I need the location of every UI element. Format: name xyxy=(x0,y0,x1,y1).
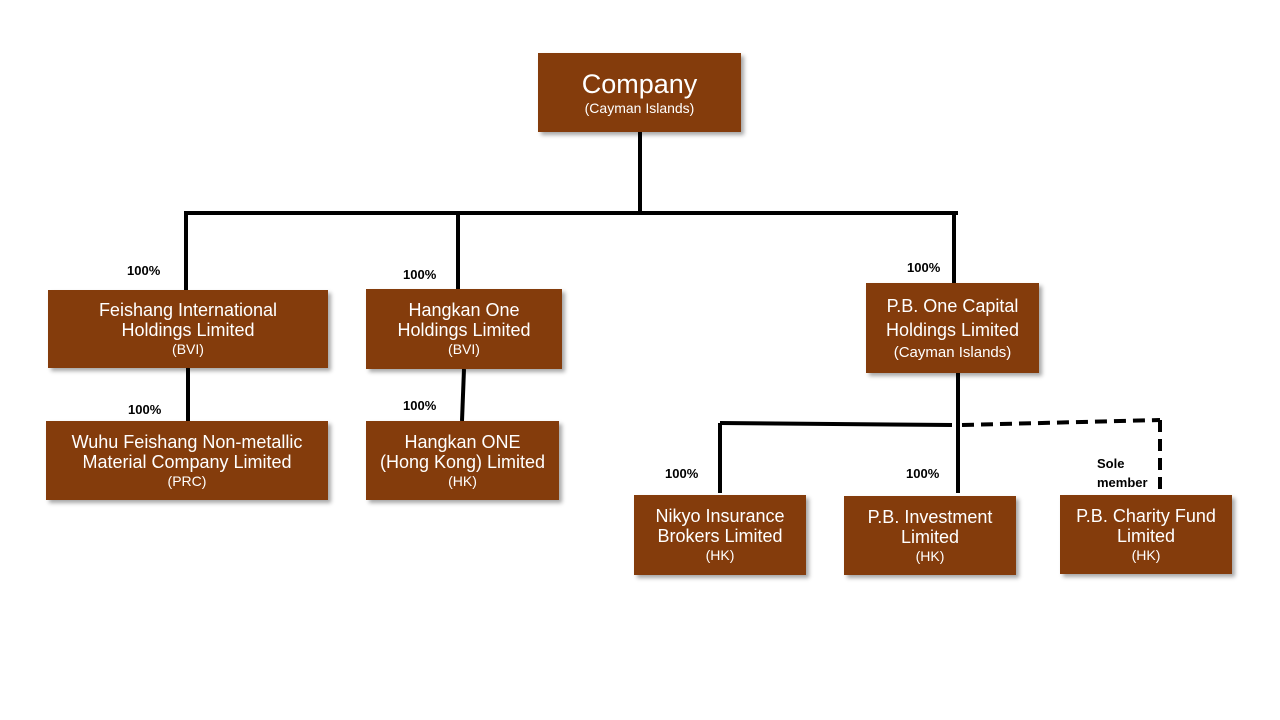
ownership-label: 100% xyxy=(665,466,699,481)
entity-jurisdiction: (PRC) xyxy=(167,472,207,489)
pb-one-capital-box: P.B. One Capital Holdings Limited (Cayma… xyxy=(866,283,1039,373)
company-jurisdiction: (Cayman Islands) xyxy=(584,99,695,116)
entity-name: P.B. Investment Limited xyxy=(867,506,993,547)
entity-name: Hangkan ONE (Hong Kong) Limited xyxy=(379,431,546,472)
ownership-label: 100% xyxy=(403,267,437,282)
entity-name: Hangkan One Holdings Limited xyxy=(397,300,531,340)
entity-name: Nikyo Insurance Brokers Limited xyxy=(655,506,785,546)
hangkan-one-holdings-box: Hangkan One Holdings Limited (BVI) xyxy=(366,289,562,369)
entity-jurisdiction: (Cayman Islands) xyxy=(893,344,1012,361)
pb-charity-fund-box: P.B. Charity Fund Limited (HK) xyxy=(1060,495,1232,574)
company-box: Company (Cayman Islands) xyxy=(538,53,741,132)
entity-name: P.B. Charity Fund Limited xyxy=(1076,505,1216,546)
entity-jurisdiction: (BVI) xyxy=(172,341,204,357)
pb-investment-box: P.B. Investment Limited (HK) xyxy=(844,496,1016,575)
ownership-label: 100% xyxy=(403,398,437,413)
entity-name: Wuhu Feishang Non-metallic Material Comp… xyxy=(71,431,303,472)
ownership-label: 100% xyxy=(127,263,161,278)
wuhu-feishang-box: Wuhu Feishang Non-metallic Material Comp… xyxy=(46,421,328,500)
feishang-international-box: Feishang International Holdings Limited … xyxy=(48,290,328,368)
entity-name: Feishang International Holdings Limited xyxy=(98,300,278,340)
entity-jurisdiction: (HK) xyxy=(705,547,735,563)
entity-jurisdiction: (HK) xyxy=(915,547,945,564)
ownership-label: 100% xyxy=(128,402,162,417)
ownership-label: 100% xyxy=(906,466,940,481)
entity-jurisdiction: (HK) xyxy=(448,472,477,489)
entity-jurisdiction: (HK) xyxy=(1131,546,1161,563)
ownership-label: 100% xyxy=(907,260,941,275)
company-name: Company xyxy=(581,68,698,99)
entity-jurisdiction: (BVI) xyxy=(448,341,480,357)
entity-name: P.B. One Capital Holdings Limited xyxy=(885,296,1020,340)
nikyo-insurance-box: Nikyo Insurance Brokers Limited (HK) xyxy=(634,495,806,575)
hangkan-one-hk-box: Hangkan ONE (Hong Kong) Limited (HK) xyxy=(366,421,559,500)
sole-member-label: Sole member xyxy=(1097,456,1148,490)
